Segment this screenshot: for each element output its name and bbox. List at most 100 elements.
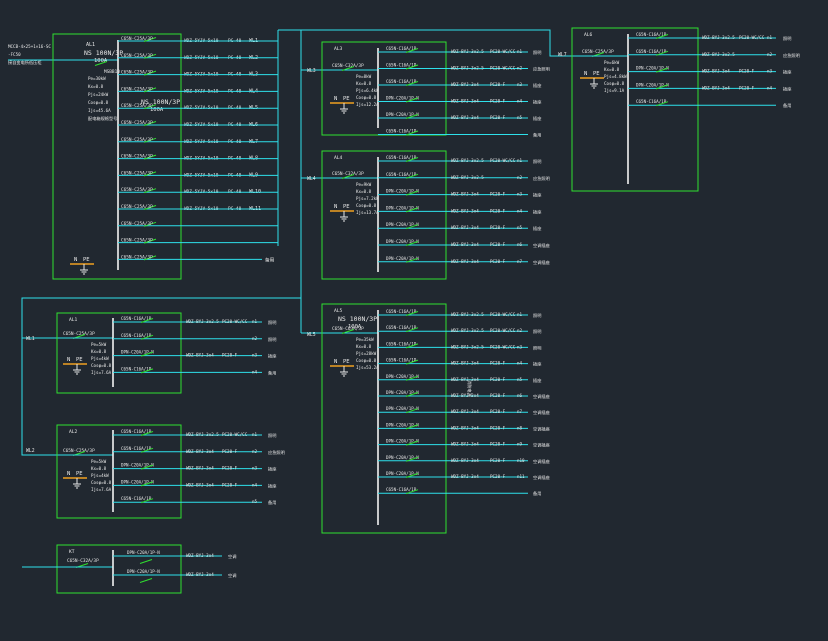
panel-title: AL3 [334, 46, 343, 52]
panel-parameter: Pjs=4kW [91, 473, 109, 478]
breaker-symbol [405, 173, 419, 179]
branch-cable: WDZ-BYJ-3x2.5 [451, 328, 484, 333]
load-label: 插座 [533, 377, 541, 384]
branch-cable: WDZ-BYJ-3x4 [451, 208, 479, 213]
circuit-id: n1 [517, 158, 523, 163]
load-label: 空调插座 [533, 474, 550, 481]
load-label: 应急照明 [533, 66, 550, 73]
neutral-label: N [74, 257, 77, 263]
load-label: 照明 [268, 320, 276, 326]
branch-breaker: C65N-C25A/3P [121, 238, 153, 244]
branch-cable: WDZ-BYJ-3x4 [451, 377, 479, 382]
branch-pipe: PC20-WC/CC [222, 319, 248, 324]
circuit-id: n8 [517, 425, 523, 430]
load-label: 备用 [268, 369, 276, 376]
branch-cable: WDZ-BYJ-3x4 [451, 259, 479, 264]
breaker-symbol [405, 456, 419, 462]
breaker-symbol [143, 171, 157, 177]
branch-pipe: PC20-WC/CC [490, 66, 516, 71]
panel-parameter: Ijs=13.7A [356, 210, 379, 215]
load-label: 空调插座 [533, 442, 550, 449]
branch-cable: WDZ-BYJ-3x4 [451, 361, 479, 366]
circuit-id: n2 [517, 66, 523, 71]
circuit-id: n5 [517, 115, 523, 120]
branch-cable: WDZ-BYJ-3x2.5 [186, 432, 219, 437]
branch-breaker: C65N-C16A/1P [386, 63, 417, 68]
branch-pipe: PC20-F [490, 361, 506, 366]
breaker-symbol [143, 70, 157, 76]
load-label: 插座 [783, 85, 791, 92]
main-breaker-label: C65N-C63A/3P [332, 326, 364, 332]
neutral-label: N [67, 471, 70, 477]
branch-cable: WDZ-BYJ-3x2.5 [702, 35, 735, 40]
circuit-id: n2 [517, 175, 523, 180]
branch-cable: WDZ-BYJ-3x4 [451, 82, 479, 87]
circuit-id: n4 [517, 99, 523, 104]
bus-breaker-rating: 100A [150, 107, 164, 113]
panel-parameter: Ijs=12.2A [356, 102, 379, 107]
breaker-symbol [655, 84, 669, 90]
branch-breaker: C65N-C25A/3P [121, 86, 153, 92]
branch-cable: WDZ-BYJ-3x4 [451, 242, 479, 247]
breaker-symbol [140, 334, 154, 340]
load-label: 插座 [533, 225, 541, 232]
panel-parameter: Cosφ=0.8 [356, 203, 377, 208]
branch-cable: WDZ-BYJ-3x2.5 [451, 49, 484, 54]
pe-label: PE [593, 71, 600, 77]
circuit-id: n7 [517, 409, 523, 414]
breaker-symbol [341, 329, 355, 334]
circuit-id: n2 [517, 328, 523, 333]
main-breaker-label: C65N-C25A/3P [582, 49, 614, 55]
breaker-symbol [143, 154, 157, 160]
panel-parameter: Pe=9kW [356, 182, 372, 187]
load-label: 空调插座 [533, 425, 550, 432]
panel-title: AL1 [86, 42, 95, 48]
pe-label: PE [83, 257, 90, 263]
branch-breaker: C65N-C16A/1P [386, 358, 417, 363]
load-label: 照明 [783, 36, 791, 42]
branch-breaker: DPN-C20A/1P-N [636, 66, 669, 71]
breaker-symbol [405, 224, 419, 230]
branch-pipe: PC20-F [490, 242, 506, 247]
panel-parameter: Kx=0.8 [356, 344, 372, 349]
panel-title: AL4 [334, 155, 343, 161]
load-label: 插座 [533, 99, 541, 106]
branch-breaker: C65N-C16A/1P [121, 366, 152, 371]
mains-cable-label: -FC50 [8, 52, 21, 57]
panel-parameter: Cosφ=0.8 [356, 95, 377, 100]
panel-al6: AL6WL7C65N-C25A/3PPe=6kWKx=0.8Pjs=4.8kWC… [558, 27, 800, 192]
main-breaker-label: C65N-C25A/3P [63, 331, 95, 337]
branch-breaker: DPN-C20A/1P-N [386, 471, 419, 476]
branch-cable: WDZ-BYJ-3x4 [451, 442, 479, 447]
branch-breaker: C65N-C25A/3P [121, 170, 153, 176]
mains-source-label: 接自变电所低压柜 [8, 59, 42, 66]
branch-breaker: C65N-C16A/1P [636, 49, 667, 54]
breaker-symbol [143, 104, 157, 110]
load-label: 插座 [533, 361, 541, 368]
branch-breaker: C65N-C16A/1P [121, 429, 152, 434]
circuit-id: n6 [517, 393, 523, 398]
branch-pipe: PC20-F [490, 99, 506, 104]
panel-parameter: Ijs=7.6A [91, 487, 112, 492]
branch-pipe: PC20-WC/CC [490, 49, 516, 54]
branch-breaker: DPN-C20A/1P-N [127, 550, 160, 555]
panel-parameter: Ijs=53.2A [356, 365, 379, 370]
circuit-id: n5 [517, 377, 523, 382]
breaker-symbol [405, 311, 419, 316]
